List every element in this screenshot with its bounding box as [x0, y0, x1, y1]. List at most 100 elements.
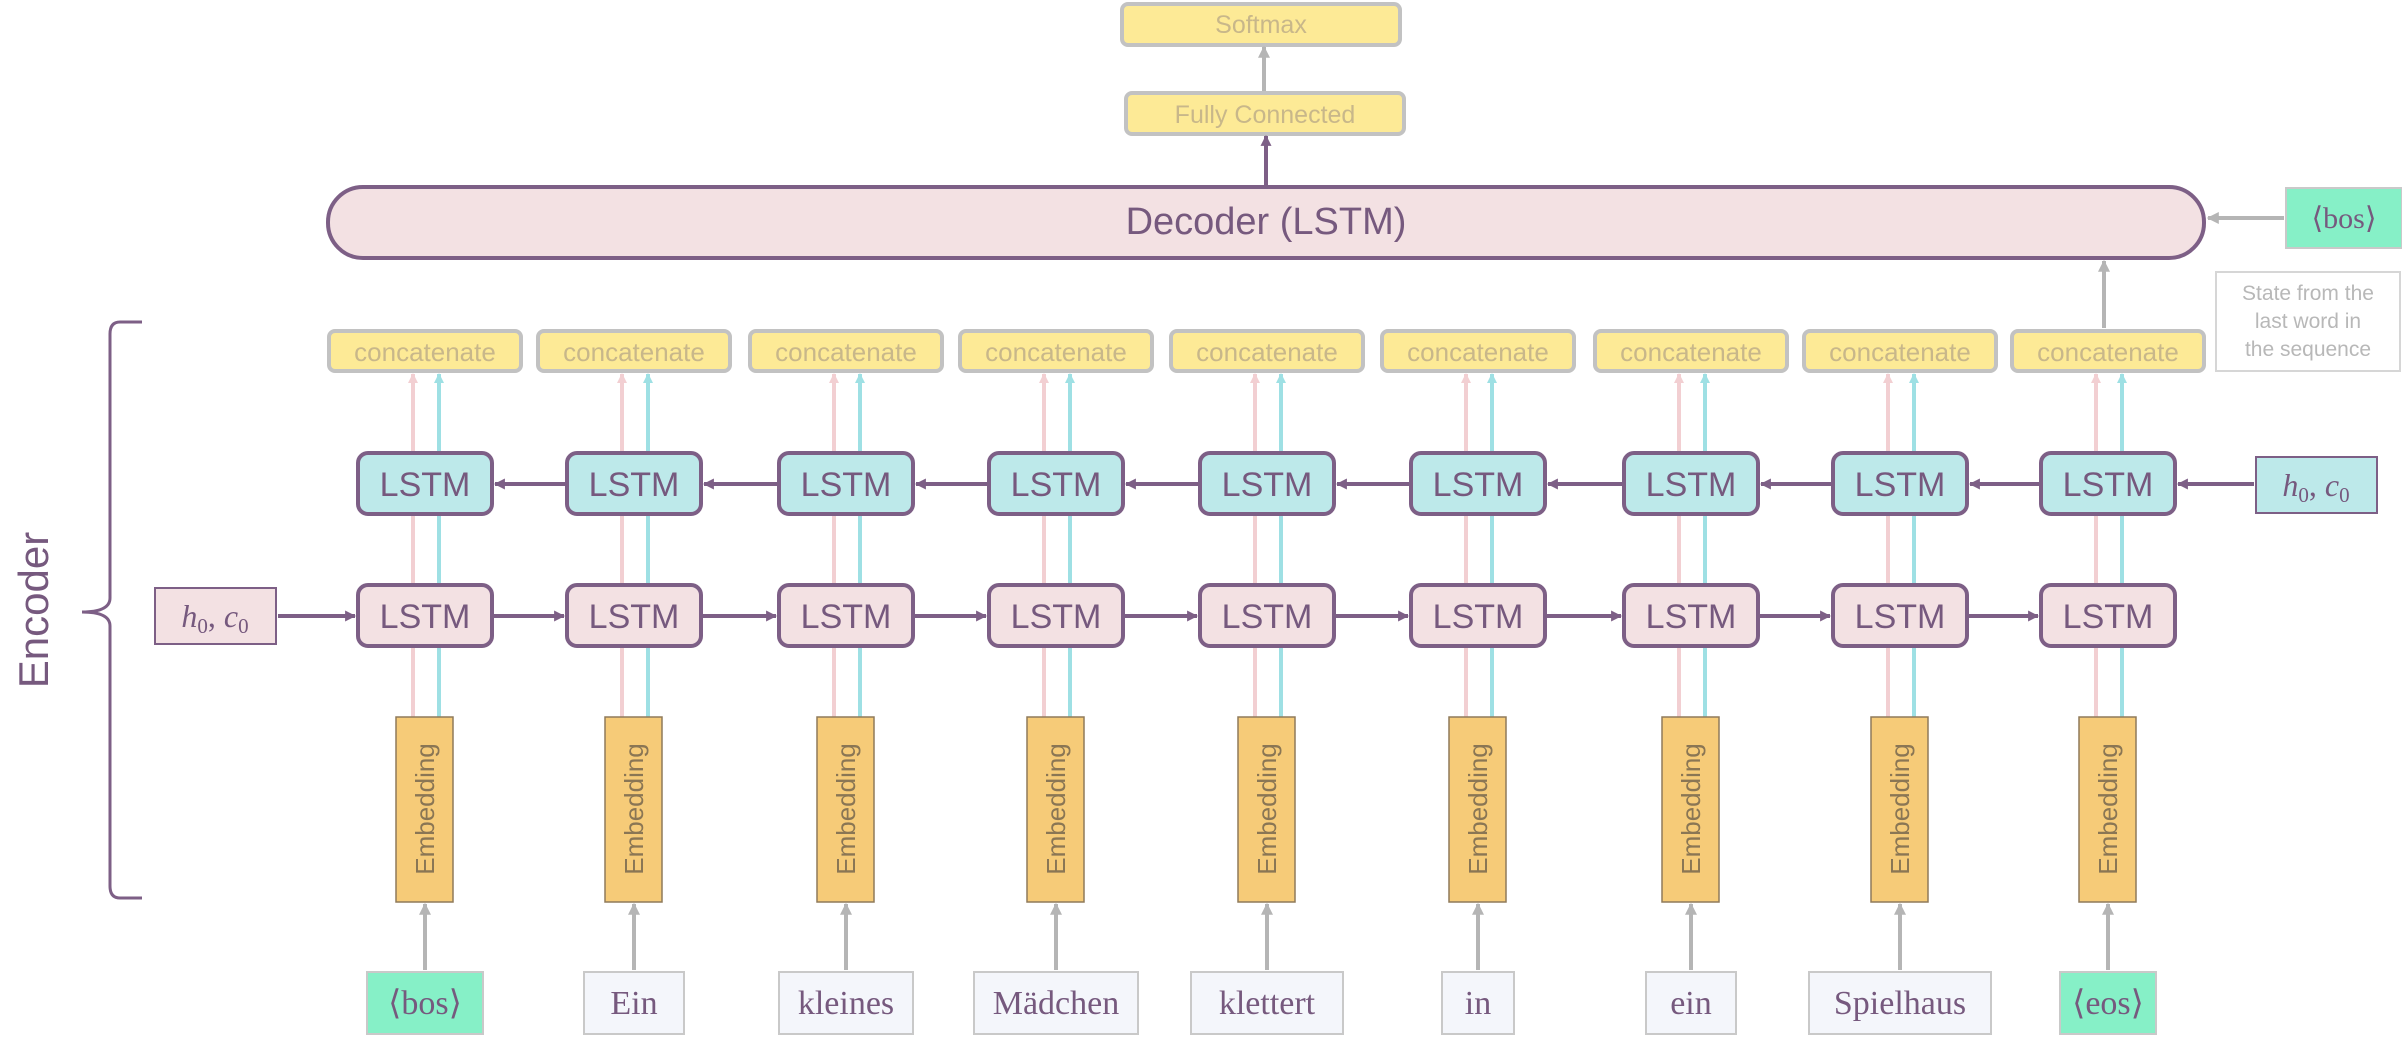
state-note: State from the last word in the sequence — [2215, 271, 2401, 372]
token-label: Ein — [610, 985, 657, 1022]
embedding-label: Embedding — [1885, 743, 1915, 875]
lstm-backward-label: LSTM — [1646, 466, 1737, 504]
lstm-backward-label: LSTM — [589, 466, 680, 504]
lstm-forward — [777, 583, 915, 648]
lstm-forward — [356, 583, 494, 648]
init-backward-sep: , — [2309, 467, 2325, 503]
lstm-forward-label: LSTM — [1433, 598, 1524, 636]
concat-box — [1593, 329, 1789, 373]
init-state-forward: h0, c0 — [154, 587, 277, 645]
concat-label: concatenate — [354, 337, 496, 367]
lstm-backward-label: LSTM — [1222, 466, 1313, 504]
init-backward-h: h — [2282, 467, 2298, 503]
state-note-line-3: the sequence — [2245, 338, 2371, 361]
init-backward-c-sub: 0 — [2339, 483, 2350, 507]
concat-label: concatenate — [2037, 337, 2179, 367]
embedding-label: Embedding — [1252, 743, 1282, 875]
embedding-box — [816, 716, 875, 903]
token-box — [2059, 971, 2157, 1035]
concat-box — [1380, 329, 1576, 373]
svg-text:h0, c0: h0, c0 — [2282, 467, 2349, 507]
embedding-box — [1237, 716, 1296, 903]
lstm-forward — [1198, 583, 1336, 648]
lstm-backward-label: LSTM — [2063, 466, 2154, 504]
embedding-box — [1026, 716, 1085, 903]
token-box — [1808, 971, 1992, 1035]
state-note-line-2: last word in — [2255, 310, 2361, 333]
softmax-block: Softmax — [1120, 2, 1402, 47]
token-box — [583, 971, 685, 1035]
embedding-label: Embedding — [619, 743, 649, 875]
concat-label: concatenate — [1407, 337, 1549, 367]
token-label: ⟨eos⟩ — [2072, 985, 2144, 1022]
embedding-label: Embedding — [410, 743, 440, 875]
fully-connected-label: Fully Connected — [1175, 101, 1356, 129]
lstm-forward-label: LSTM — [801, 598, 892, 636]
softmax-label: Softmax — [1215, 11, 1307, 39]
lstm-backward-label: LSTM — [1855, 466, 1946, 504]
embedding-label: Embedding — [2093, 743, 2123, 875]
concat-label: concatenate — [1620, 337, 1762, 367]
token-box — [1190, 971, 1344, 1035]
concat-box — [958, 329, 1154, 373]
lstm-backward — [777, 451, 915, 516]
token-box — [1441, 971, 1515, 1035]
concat-box — [1169, 329, 1365, 373]
concat-label: concatenate — [563, 337, 705, 367]
concat-label: concatenate — [985, 337, 1127, 367]
lstm-backward-label: LSTM — [380, 466, 471, 504]
lstm-forward — [1622, 583, 1760, 648]
concat-label: concatenate — [775, 337, 917, 367]
init-backward-h-sub: 0 — [2298, 483, 2309, 507]
lstm-backward-label: LSTM — [1011, 466, 1102, 504]
lstm-backward — [1409, 451, 1547, 516]
lstm-backward — [356, 451, 494, 516]
lstm-backward — [1198, 451, 1336, 516]
lstm-forward — [2039, 583, 2177, 648]
init-forward-c-sub: 0 — [238, 614, 249, 638]
encoder-label: Encoder — [10, 532, 57, 688]
decoder-label: Decoder (LSTM) — [1126, 201, 1407, 243]
concat-box — [536, 329, 732, 373]
decoder-bos-label: ⟨bos⟩ — [2311, 202, 2376, 235]
concat-label: concatenate — [1196, 337, 1338, 367]
token-label: ⟨bos⟩ — [388, 985, 462, 1022]
token-label: Spielhaus — [1834, 985, 1966, 1022]
token-label: ein — [1670, 985, 1712, 1022]
init-forward-h: h — [181, 598, 197, 634]
token-box — [778, 971, 914, 1035]
token-box — [366, 971, 484, 1035]
init-forward-sep: , — [208, 598, 224, 634]
lstm-forward-label: LSTM — [589, 598, 680, 636]
embedding-box — [1661, 716, 1720, 903]
lstm-forward — [1409, 583, 1547, 648]
state-note-line-1: State from the — [2242, 282, 2374, 305]
encoder-brace — [81, 320, 142, 900]
embedding-label: Embedding — [831, 743, 861, 875]
lstm-forward-label: LSTM — [1222, 598, 1313, 636]
concat-box — [2010, 329, 2206, 373]
concat-box — [1802, 329, 1998, 373]
init-backward-c: c — [2325, 467, 2339, 503]
decoder-block: Decoder (LSTM) — [326, 185, 2206, 260]
token-label: Mädchen — [993, 985, 1120, 1022]
token-label: in — [1465, 985, 1491, 1022]
lstm-backward — [2039, 451, 2177, 516]
embedding-box — [1870, 716, 1929, 903]
embedding-box — [395, 716, 454, 903]
lstm-backward — [1622, 451, 1760, 516]
embedding-label: Embedding — [1676, 743, 1706, 875]
lstm-forward — [987, 583, 1125, 648]
lstm-forward-label: LSTM — [1011, 598, 1102, 636]
lstm-backward — [565, 451, 703, 516]
lstm-backward-label: LSTM — [801, 466, 892, 504]
concat-label: concatenate — [1829, 337, 1971, 367]
